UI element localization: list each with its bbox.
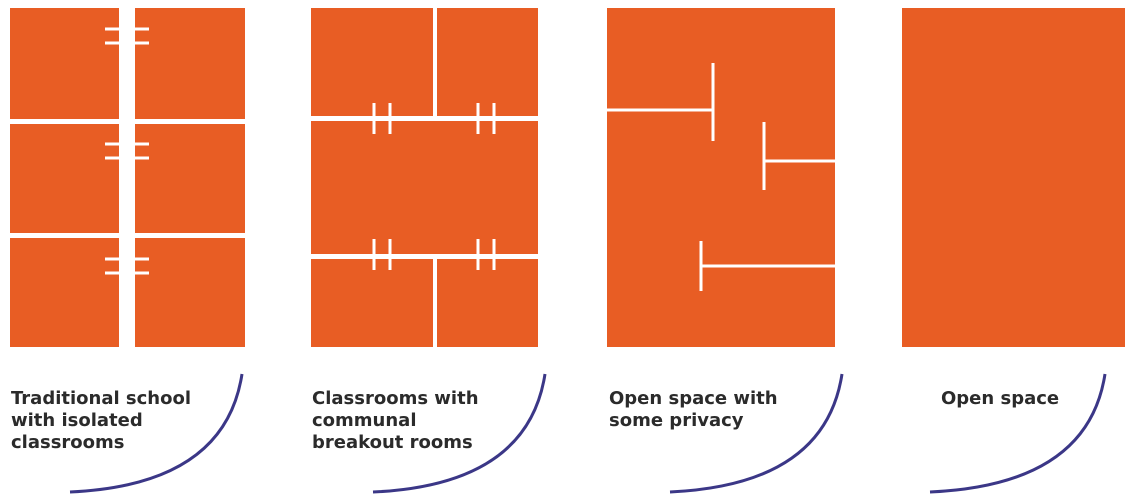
partition [762, 122, 835, 190]
wall [311, 116, 538, 121]
caption-line: Classrooms with [312, 388, 479, 409]
panel-open [902, 8, 1125, 494]
room-fill [607, 8, 835, 347]
partition [699, 241, 835, 291]
caption-line: with isolated [11, 410, 143, 431]
arc [929, 373, 1107, 494]
corridor [119, 8, 135, 347]
room-fill [902, 8, 1125, 347]
caption-semi-open: Open space with some privacy [609, 388, 778, 432]
wall [10, 233, 245, 238]
caption-line: Traditional school [11, 388, 192, 409]
wall [10, 119, 245, 124]
caption-line: communal [312, 410, 417, 431]
door [105, 142, 149, 160]
arc [69, 373, 244, 494]
panel-traditional [10, 8, 245, 494]
door [105, 27, 149, 45]
door [476, 103, 496, 134]
caption-line: classrooms [11, 432, 125, 453]
caption-line: some privacy [609, 410, 744, 431]
wall [433, 257, 437, 347]
caption-line: Open space with [609, 388, 778, 409]
door [372, 239, 392, 270]
caption-line: breakout rooms [312, 432, 473, 453]
arc [372, 373, 547, 494]
arc [669, 373, 844, 494]
partition [607, 63, 715, 141]
panel-semi-open [607, 8, 844, 494]
room-fill [311, 8, 538, 347]
door [105, 257, 149, 275]
wall [311, 254, 538, 259]
caption-line: Open space [941, 388, 1060, 409]
door [476, 239, 496, 270]
door [372, 103, 392, 134]
caption-open: Open space [941, 388, 1059, 410]
wall [433, 8, 437, 118]
caption-traditional: Traditional school with isolated classro… [11, 388, 191, 454]
panel-breakout [311, 8, 547, 494]
caption-breakout: Classrooms with communal breakout rooms [312, 388, 479, 454]
